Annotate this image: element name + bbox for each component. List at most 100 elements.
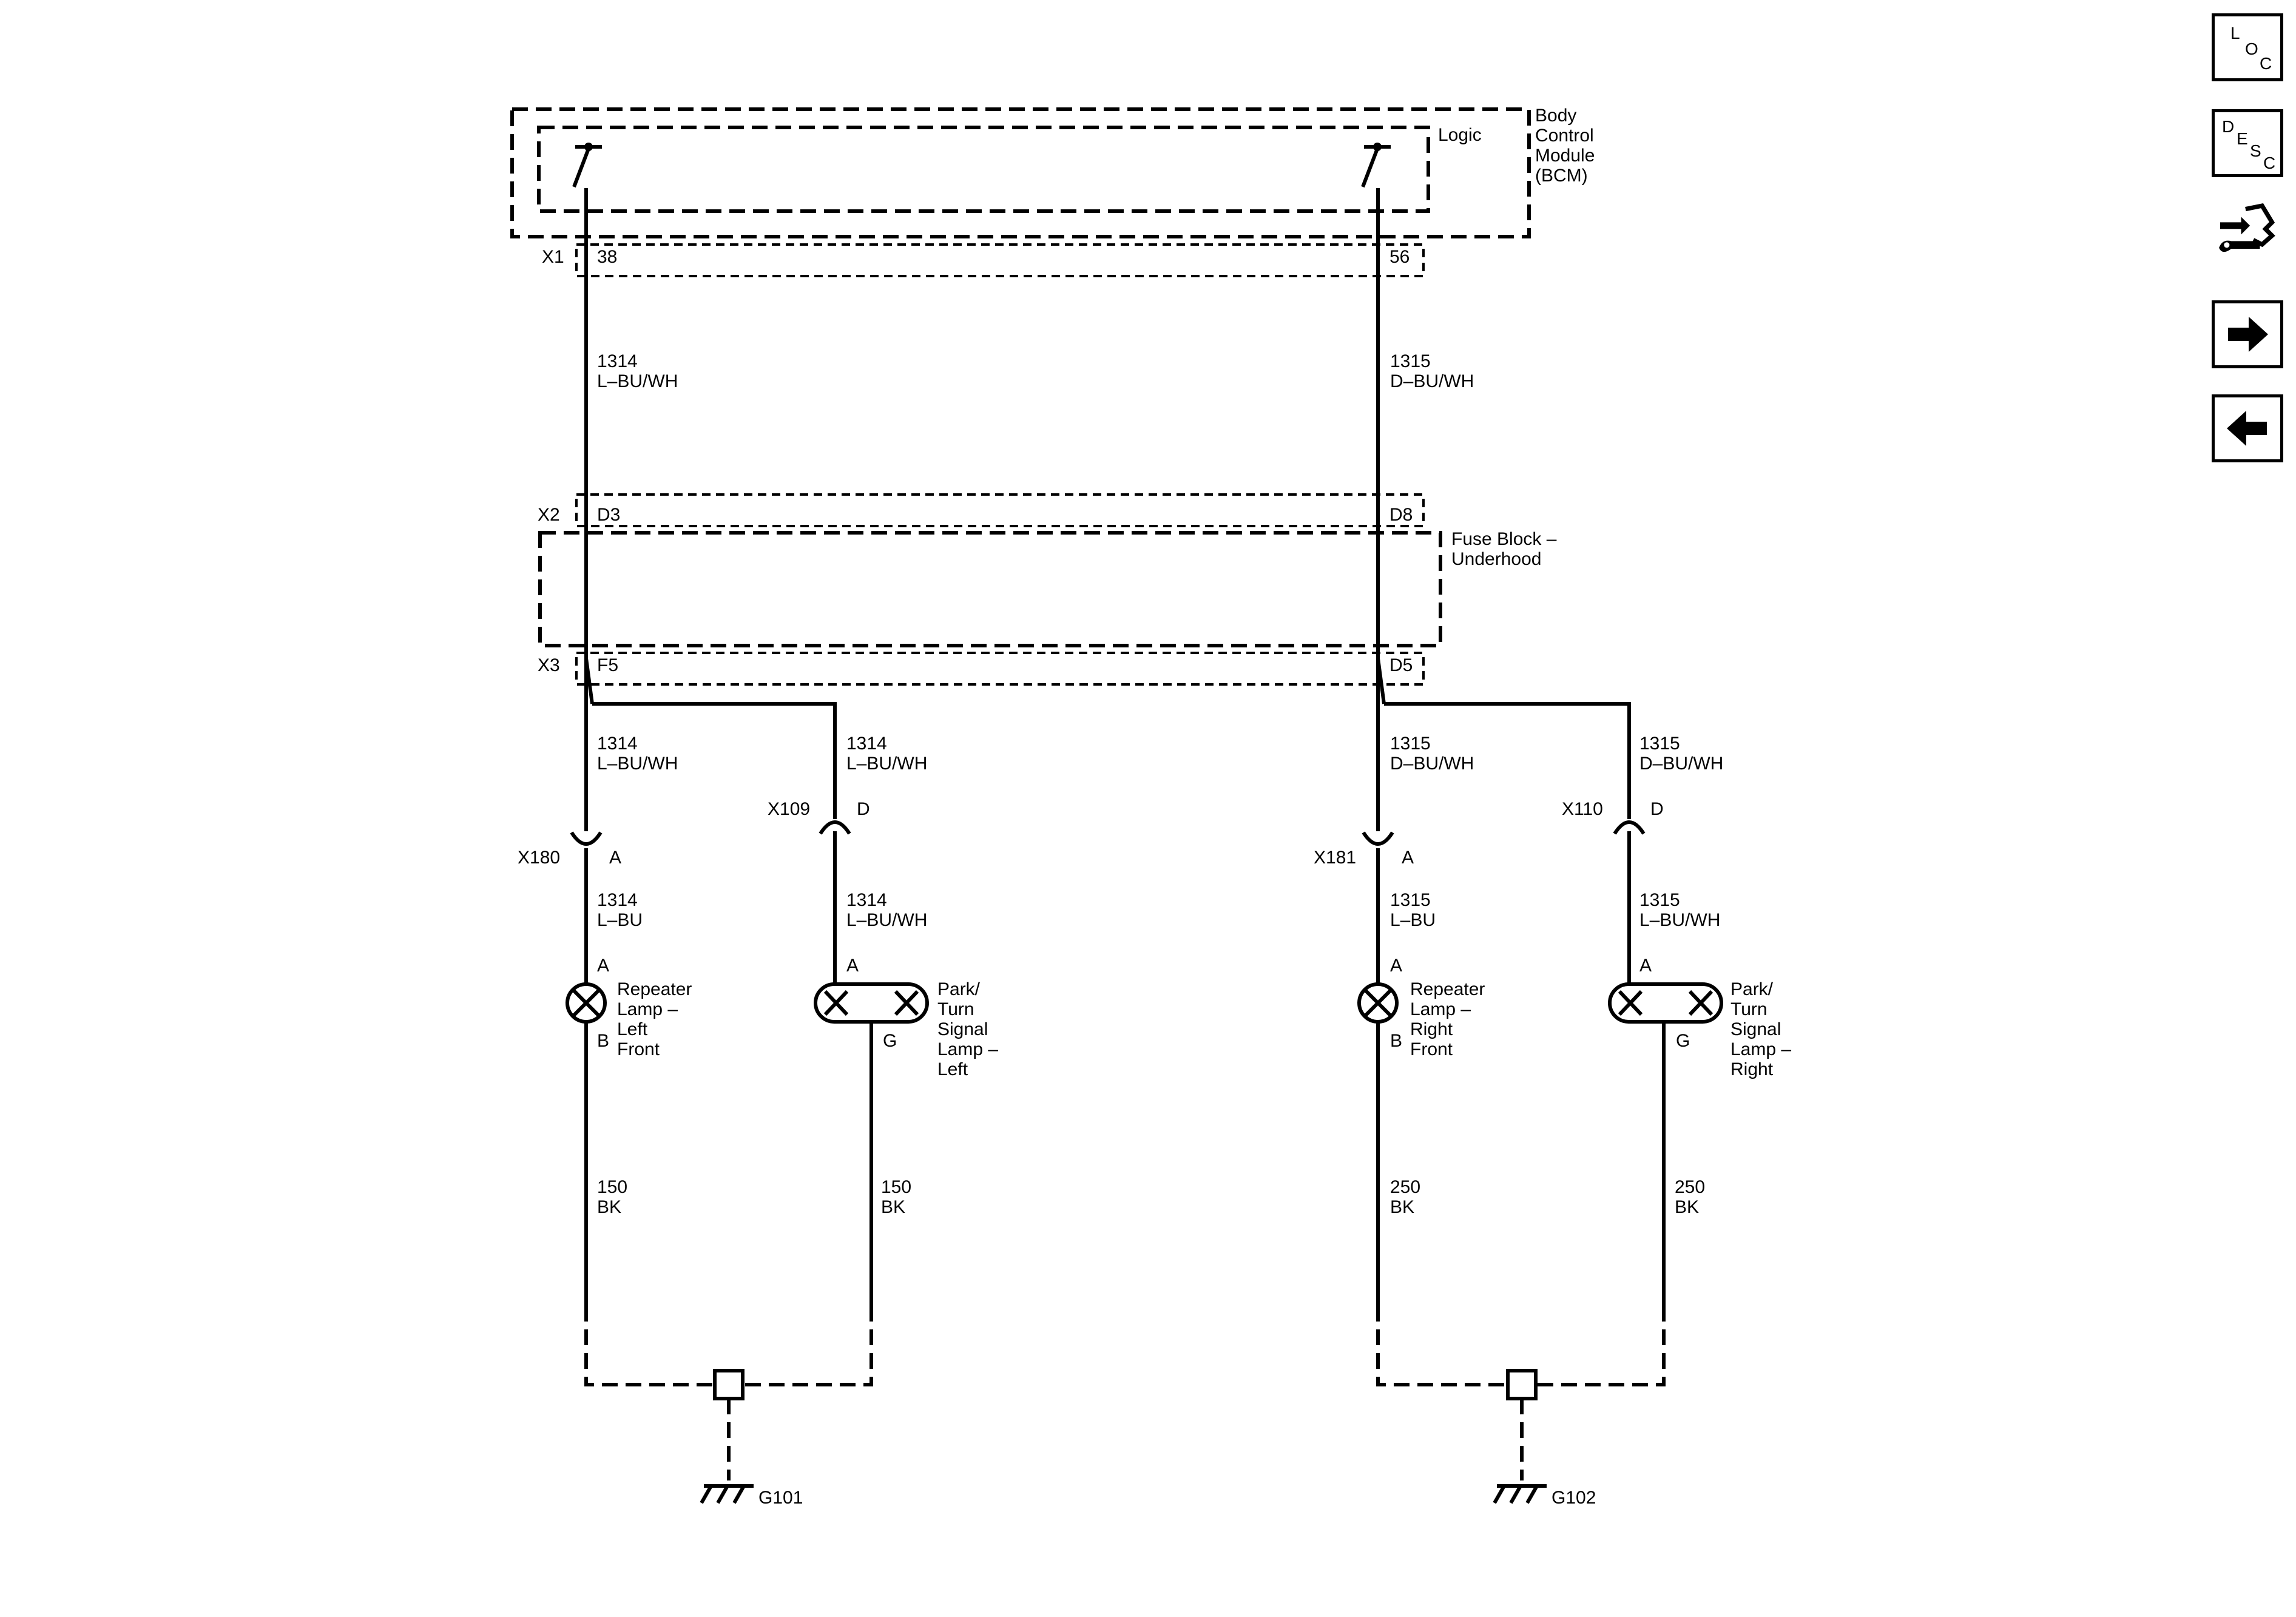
connector-x110: X110 D: [1562, 799, 1664, 848]
park-left-label-2: Turn: [937, 999, 974, 1019]
connector-x3-label: X3: [538, 655, 560, 675]
repeater-left-label-4: Front: [617, 1039, 660, 1059]
connector-x110-label: X110: [1562, 799, 1603, 819]
wire-1315-b-color: D–BU/WH: [1639, 754, 1723, 774]
description-button[interactable]: D E S C: [2212, 109, 2283, 177]
description-letter-s: S: [2250, 141, 2261, 160]
wire-1314-d-color: L–BU/WH: [846, 910, 927, 930]
location-letter-c: C: [2260, 54, 2272, 73]
description-letter-e: E: [2237, 129, 2248, 148]
description-letter-c: C: [2263, 154, 2276, 172]
wire-1314-b-color: L–BU/WH: [846, 754, 927, 774]
connector-repair-button[interactable]: [2212, 200, 2283, 268]
park-left-label-1: Park/: [937, 979, 981, 999]
repeater-right-label-1: Repeater: [1410, 979, 1485, 999]
ground-path-left-a: [584, 1306, 715, 1386]
ground-g102-label: G102: [1551, 1488, 1596, 1508]
ground-path-right-a: [1376, 1306, 1508, 1386]
location-button[interactable]: L O C: [2212, 13, 2283, 81]
wire-1315-to-x110: [1384, 702, 1631, 819]
repeater-right-label-2: Lamp –: [1410, 999, 1471, 1019]
arrow-right-icon: [2228, 317, 2268, 352]
repeater-left-pin-bottom: B: [597, 1031, 609, 1051]
wire-150-a-circuit: 150: [597, 1177, 627, 1197]
wire-1314-bcm-circuit: 1314: [597, 351, 638, 371]
wire-150-b-color: BK: [881, 1197, 905, 1217]
bcm-switch-right: [1361, 143, 1391, 188]
repeater-right-label-4: Front: [1410, 1039, 1453, 1059]
connector-x109: X109 D: [768, 799, 870, 848]
repeater-right-pin-top: A: [1390, 956, 1402, 976]
wire-1314-bcm-color: L–BU/WH: [597, 371, 678, 391]
bcm-label-line-4: (BCM): [1535, 166, 1588, 186]
wire-150-a-color: BK: [597, 1197, 621, 1217]
connector-x3-pin-right: D5: [1389, 655, 1413, 675]
connector-x2-pin-left: D3: [597, 505, 620, 525]
park-left-pin-top: A: [846, 956, 859, 976]
repeater-left-pin-top: A: [597, 956, 609, 976]
description-letter-d: D: [2222, 117, 2235, 136]
bcm-switch-left: [572, 143, 602, 188]
park-turn-signal-lamp-left: A G Park/ Turn Signal Lamp – Left: [814, 956, 998, 1079]
repeater-left-label-2: Lamp –: [617, 999, 678, 1019]
wire-1315-a-color: D–BU/WH: [1390, 754, 1474, 774]
park-left-pin-bottom: G: [883, 1031, 897, 1051]
ground-path-left-b: [743, 1306, 873, 1386]
wire-1314-a-circuit: 1314: [597, 734, 638, 754]
park-right-label-2: Turn: [1730, 999, 1768, 1019]
connector-x1-label: X1: [542, 247, 564, 267]
bcm-label-line-1: Body: [1535, 106, 1576, 126]
park-right-pin-bottom: G: [1676, 1031, 1690, 1051]
wire-1315-a-circuit: 1315: [1390, 734, 1431, 754]
wire-1314-c-color: L–BU: [597, 910, 643, 930]
connector-x109-pin: D: [857, 799, 870, 819]
park-turn-signal-lamp-right: A G Park/ Turn Signal Lamp – Right: [1608, 956, 1791, 1079]
bcm-label-line-2: Control: [1535, 126, 1594, 146]
wire-1315-bcm-circuit: 1315: [1390, 351, 1431, 371]
connector-x180-label: X180: [518, 848, 560, 868]
wire-150-b-circuit: 150: [881, 1177, 911, 1197]
wire-250-a-color: BK: [1390, 1197, 1414, 1217]
connector-x2-label: X2: [538, 505, 560, 525]
park-left-label-5: Left: [937, 1059, 968, 1079]
location-letter-l: L: [2230, 24, 2240, 42]
connector-x180: X180 A: [518, 819, 621, 868]
wire-1315-c-circuit: 1315: [1390, 890, 1431, 910]
repeater-right-pin-bottom: B: [1390, 1031, 1402, 1051]
repeater-right-label-3: Right: [1410, 1019, 1453, 1039]
ground-g102: G102: [1493, 1369, 1596, 1508]
park-right-label-1: Park/: [1730, 979, 1774, 999]
park-right-pin-top: A: [1639, 956, 1652, 976]
park-left-label-3: Signal: [937, 1019, 988, 1039]
connector-x181: X181 A: [1314, 819, 1414, 868]
bcm-label-line-3: Module: [1535, 146, 1595, 166]
repeater-left-label-1: Repeater: [617, 979, 692, 999]
repeater-left-label-3: Left: [617, 1019, 648, 1039]
body-control-module: Body Control Module (BCM) Logic: [510, 106, 1595, 238]
bcm-logic-label: Logic: [1438, 125, 1482, 145]
connector-x180-pin: A: [609, 848, 621, 868]
fuse-block-label-line-2: Underhood: [1451, 549, 1541, 569]
connector-x181-label: X181: [1314, 848, 1356, 868]
wire-1315-d-color: L–BU/WH: [1639, 910, 1720, 930]
wire-1315-c-color: L–BU: [1390, 910, 1436, 930]
connector-x109-label: X109: [768, 799, 810, 819]
connector-x110-pin: D: [1650, 799, 1664, 819]
ground-g101: G101: [700, 1369, 803, 1508]
connector-x181-pin: A: [1402, 848, 1414, 868]
location-letter-o: O: [2245, 39, 2258, 58]
park-right-label-3: Signal: [1730, 1019, 1781, 1039]
wire-1314-d-circuit: 1314: [846, 890, 887, 910]
arrow-left-icon: [2227, 411, 2267, 446]
next-page-button[interactable]: [2212, 300, 2283, 368]
previous-page-button[interactable]: [2212, 394, 2283, 462]
repeater-lamp-right-front: A B Repeater Lamp – Right Front: [1357, 956, 1485, 1059]
connector-x3-pin-left: F5: [597, 655, 618, 675]
ground-g101-label: G101: [758, 1488, 803, 1508]
wire-1315-b-circuit: 1315: [1639, 734, 1680, 754]
wire-250-b-circuit: 250: [1675, 1177, 1705, 1197]
ground-path-right-b: [1536, 1306, 1666, 1386]
wire-250-b-color: BK: [1675, 1197, 1699, 1217]
connector-x1: X1 38 56: [542, 243, 1425, 277]
